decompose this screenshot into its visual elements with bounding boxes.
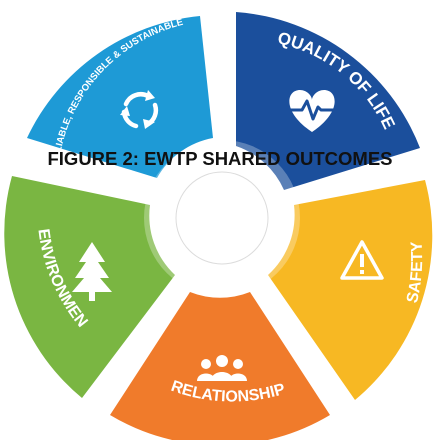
warning-triangle-icon <box>340 240 384 280</box>
label-safety: SAFETY <box>404 240 426 304</box>
segment-sustainable <box>27 16 213 178</box>
heart-pulse-icon <box>288 90 336 132</box>
people-group-icon <box>197 355 247 381</box>
recycle-arrows-icon <box>120 90 159 129</box>
segment-safety <box>268 180 433 400</box>
center-hub <box>176 172 268 264</box>
pine-tree-icon <box>72 242 112 301</box>
figure-title: FIGURE 2: EWTP SHARED OUTCOMES <box>47 148 393 169</box>
